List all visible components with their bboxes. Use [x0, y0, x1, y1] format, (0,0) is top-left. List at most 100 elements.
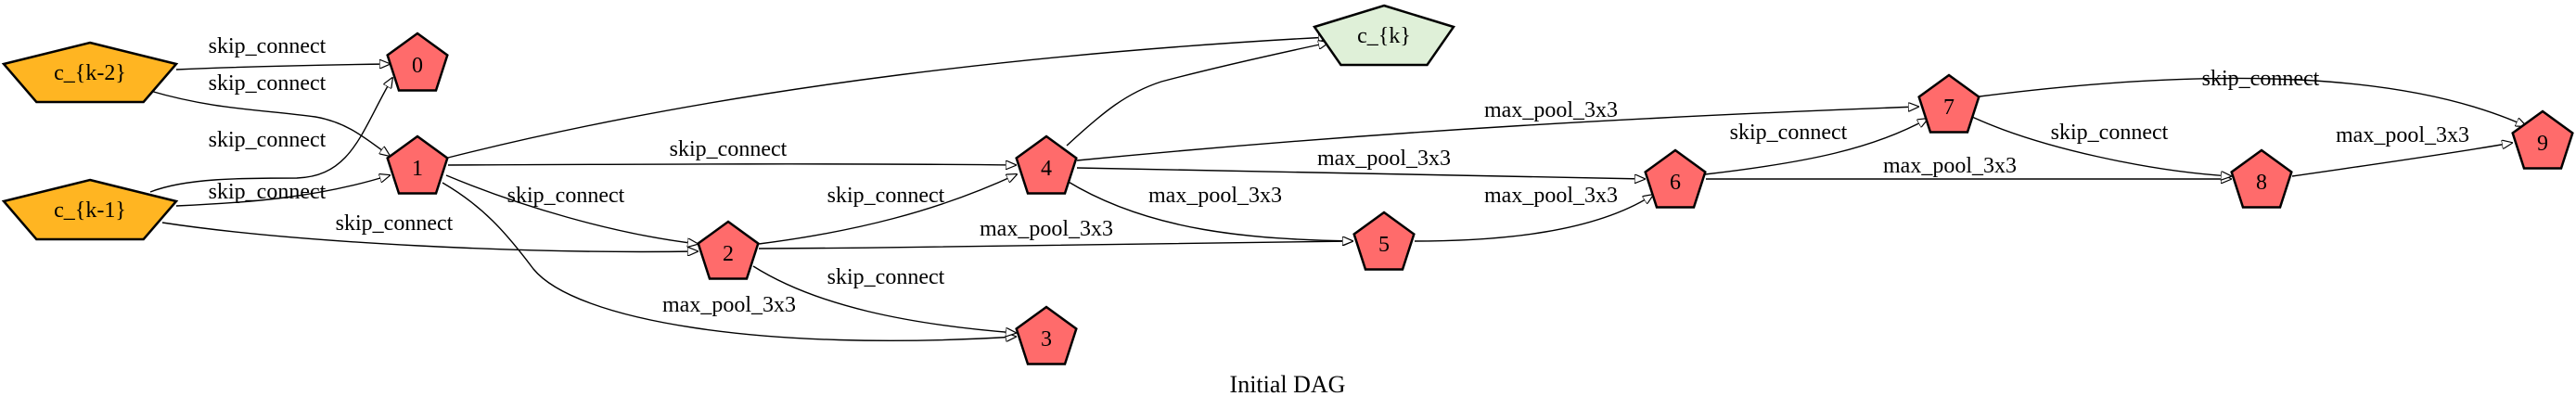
edge-label: skip_connect	[2051, 121, 2169, 145]
edge-line	[758, 241, 1352, 249]
edge-label: max_pool_3x3	[662, 293, 796, 317]
node-ck1: c_{k-1}	[1, 178, 179, 241]
edge-n6-n7: skip_connect	[1704, 119, 1928, 175]
edge-label: skip_connect	[209, 34, 327, 58]
node-label: 0	[412, 54, 423, 78]
node-shape	[1917, 73, 1980, 134]
nodes-layer: c_{k-2} c_{k-1} 0 1 2 3 4 5 6 7 8 9 c_{k}	[1, 4, 2574, 365]
edge-ck2-n0: skip_connect	[175, 34, 390, 70]
node-label: 4	[1041, 157, 1052, 181]
edge-line	[758, 174, 1017, 245]
node-ck2: c_{k-2}	[1, 41, 179, 104]
edge-label: max_pool_3x3	[1317, 147, 1451, 171]
edge-line	[752, 265, 1016, 333]
edge-label: skip_connect	[209, 71, 327, 96]
edge-line	[445, 174, 698, 244]
node-n0: 0	[386, 32, 449, 92]
node-n2: 2	[697, 220, 760, 280]
edge-label: max_pool_3x3	[1484, 98, 1618, 122]
edge-label: skip_connect	[507, 184, 625, 208]
edge-label: max_pool_3x3	[1883, 154, 2017, 178]
edge-line	[175, 64, 390, 70]
edge-label: max_pool_3x3	[1484, 184, 1618, 208]
node-n3: 3	[1015, 305, 1078, 365]
edge-n4-n6: max_pool_3x3	[1076, 147, 1645, 179]
node-shape	[1352, 211, 1416, 271]
edge-n6-n8: max_pool_3x3	[1706, 154, 2231, 179]
edge-n1-n4: skip_connect	[447, 137, 1016, 165]
node-shape	[1312, 4, 1456, 67]
node-shape	[697, 220, 760, 280]
edge-line	[1066, 180, 1352, 241]
node-label: 6	[1670, 171, 1681, 195]
edge-n1-n3: max_pool_3x3	[442, 182, 1016, 340]
edge-line	[1704, 119, 1928, 175]
edge-n5-n6: max_pool_3x3	[1414, 184, 1653, 242]
edge-line	[161, 222, 698, 251]
node-n1: 1	[386, 134, 449, 195]
edge-n2-n4: skip_connect	[758, 174, 1017, 245]
node-shape	[2230, 148, 2293, 209]
node-n9: 9	[2511, 109, 2574, 170]
node-shape	[386, 134, 449, 195]
edge-ck1-n1: skip_connect	[175, 175, 390, 207]
node-label: 7	[1943, 96, 1954, 120]
node-n7: 7	[1917, 73, 1980, 134]
node-label: c_{k-2}	[54, 61, 126, 85]
edge-line	[447, 37, 1328, 159]
edge-label: skip_connect	[209, 180, 327, 204]
edge-line	[447, 164, 1016, 165]
edge-line	[149, 90, 390, 156]
edge-n4-ck	[1066, 43, 1328, 147]
edge-n1-ck	[447, 37, 1328, 159]
edge-line	[175, 175, 390, 207]
node-label: 3	[1041, 327, 1052, 351]
node-shape	[1644, 148, 1707, 209]
edge-n8-n9: max_pool_3x3	[2291, 123, 2512, 177]
node-n4: 4	[1015, 134, 1078, 195]
node-label: c_{k-1}	[54, 198, 126, 223]
edge-line	[2291, 143, 2512, 177]
node-label: 8	[2256, 171, 2267, 195]
node-shape	[1015, 305, 1078, 365]
diagram-caption: Initial DAG	[1230, 371, 1346, 398]
node-shape	[2511, 109, 2574, 170]
edge-label: skip_connect	[336, 211, 454, 236]
edge-n7-n9: skip_connect	[1979, 67, 2526, 126]
edge-ck2-n1: skip_connect	[149, 71, 390, 156]
edge-label: skip_connect	[670, 137, 788, 161]
edge-n2-n5: max_pool_3x3	[758, 217, 1352, 249]
edge-line	[1971, 116, 2231, 176]
node-label: 5	[1378, 233, 1390, 257]
edge-line	[149, 78, 392, 193]
edge-n4-n5: max_pool_3x3	[1066, 180, 1352, 241]
edge-label: max_pool_3x3	[2336, 123, 2469, 147]
edge-line	[1414, 195, 1653, 242]
node-n6: 6	[1644, 148, 1707, 209]
node-label: 2	[723, 242, 734, 266]
node-label: c_{k}	[1357, 24, 1411, 48]
edge-line	[442, 182, 1016, 340]
edge-label: skip_connect	[209, 128, 327, 152]
edge-ck1-n0: skip_connect	[149, 78, 392, 193]
edge-n4-n7: max_pool_3x3	[1076, 98, 1918, 161]
node-label: 1	[412, 157, 423, 181]
node-ck: c_{k}	[1312, 4, 1456, 67]
edge-label: skip_connect	[827, 184, 945, 208]
edge-n7-n8: skip_connect	[1971, 116, 2231, 176]
node-shape	[1, 41, 179, 104]
node-shape	[386, 32, 449, 92]
edge-label: max_pool_3x3	[980, 217, 1113, 241]
node-n5: 5	[1352, 211, 1416, 271]
edge-label: skip_connect	[827, 265, 945, 289]
node-shape	[1, 178, 179, 241]
edge-n1-n2: skip_connect	[445, 174, 698, 244]
edge-label: skip_connect	[2202, 67, 2320, 91]
node-n8: 8	[2230, 148, 2293, 209]
node-shape	[1015, 134, 1078, 195]
edges-layer: skip_connectskip_connectskip_connectskip…	[149, 34, 2526, 340]
edge-line	[1076, 107, 1918, 161]
node-label: 9	[2537, 132, 2548, 156]
edge-label: max_pool_3x3	[1148, 184, 1282, 208]
